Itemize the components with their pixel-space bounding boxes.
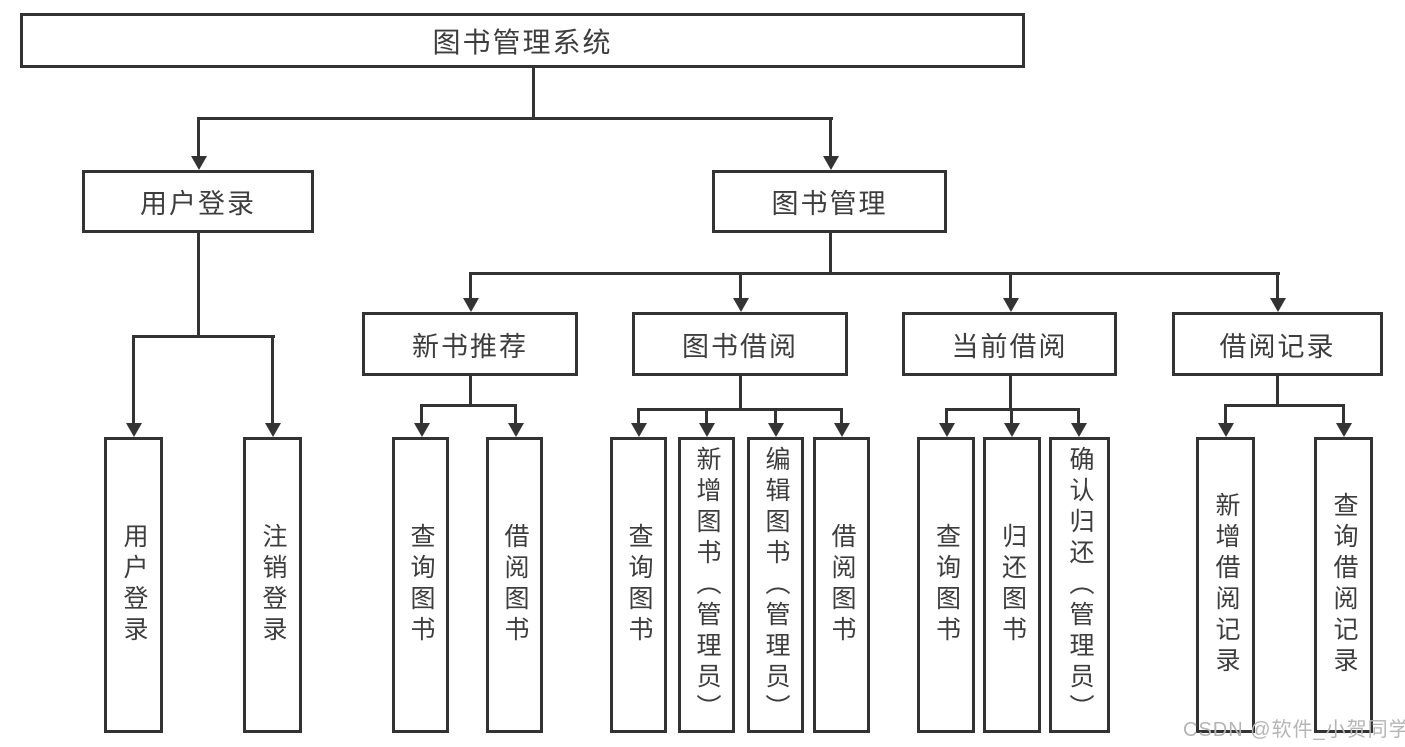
connector-line — [829, 233, 832, 273]
leaf-label: 查询图书 — [932, 523, 961, 647]
leaf-add-book-admin: 新增图书（管理员） — [678, 437, 735, 733]
leaf-logout: 注销登录 — [243, 437, 302, 733]
arrow-down-icon — [264, 335, 281, 437]
connector-line — [637, 408, 843, 411]
arrow-down-icon — [767, 408, 784, 437]
node-current-borrowing: 当前借阅 — [902, 312, 1117, 376]
leaf-user-login: 用户登录 — [104, 437, 163, 733]
connector-line — [420, 404, 517, 407]
node-label: 用户登录 — [140, 189, 256, 219]
arrow-down-icon — [1070, 408, 1087, 437]
node-label: 借阅记录 — [1219, 331, 1336, 362]
connector-line — [469, 272, 1280, 275]
leaf-add-borrow-record: 新增借阅记录 — [1196, 437, 1255, 733]
node-book-management: 图书管理 — [712, 170, 947, 233]
leaf-label: 用户登录 — [120, 523, 148, 647]
arrow-down-icon — [698, 408, 715, 437]
leaf-label: 注销登录 — [259, 523, 287, 647]
connector-line — [197, 233, 200, 335]
arrow-down-icon — [125, 335, 142, 437]
connector-line — [1009, 376, 1012, 408]
leaf-label: 借阅图书 — [501, 523, 529, 647]
arrow-down-icon — [1335, 404, 1352, 437]
arrow-down-icon — [507, 404, 524, 437]
arrow-down-icon — [1269, 272, 1286, 312]
connector-line — [197, 117, 833, 120]
node-book-borrowing: 图书借阅 — [632, 312, 848, 376]
leaf-label: 查询图书 — [625, 523, 653, 647]
connector-line — [739, 376, 742, 408]
node-label: 新书推荐 — [412, 331, 528, 362]
leaf-label: 借阅图书 — [828, 523, 856, 647]
leaf-label: 查询借阅记录 — [1330, 492, 1358, 678]
leaf-label: 查询图书 — [407, 523, 435, 647]
node-new-book-recommend: 新书推荐 — [362, 312, 578, 376]
leaf-label: 新增图书（管理员） — [693, 445, 721, 725]
arrow-down-icon — [938, 408, 955, 437]
leaf-label: 新增借阅记录 — [1212, 492, 1240, 678]
arrow-down-icon — [190, 117, 207, 170]
arrow-down-icon — [1003, 408, 1020, 437]
leaf-confirm-return-admin: 确认归还（管理员） — [1049, 437, 1110, 733]
arrow-down-icon — [833, 408, 850, 437]
leaf-return-books: 归还图书 — [983, 437, 1041, 733]
node-label: 当前借阅 — [951, 331, 1068, 362]
arrow-down-icon — [462, 272, 479, 312]
arrow-down-icon — [732, 272, 749, 312]
connector-line — [132, 335, 275, 338]
leaf-edit-book-admin: 编辑图书（管理员） — [747, 437, 804, 733]
arrow-down-icon — [822, 117, 839, 170]
node-label: 图书管理 — [771, 189, 888, 219]
leaf-query-books-current: 查询图书 — [917, 437, 975, 733]
csdn-watermark: CSDN @软件_小贺同学 — [1183, 719, 1405, 741]
leaf-label: 归还图书 — [998, 523, 1027, 647]
leaf-borrow-books-borrowing: 借阅图书 — [813, 437, 870, 733]
leaf-borrow-books-recommend: 借阅图书 — [486, 437, 543, 733]
node-root: 图书管理系统 — [20, 13, 1025, 68]
node-label: 图书管理系统 — [432, 26, 613, 58]
leaf-query-borrow-record: 查询借阅记录 — [1314, 437, 1373, 733]
connector-line — [1276, 376, 1279, 404]
connector-line — [469, 375, 472, 404]
arrow-down-icon — [413, 404, 430, 437]
leaf-label: 编辑图书（管理员） — [762, 445, 790, 725]
node-label: 图书借阅 — [682, 331, 798, 362]
arrow-down-icon — [630, 408, 647, 437]
arrow-down-icon — [1002, 272, 1019, 312]
node-user-login: 用户登录 — [82, 170, 314, 233]
connector-line — [532, 68, 535, 117]
leaf-label: 确认归还（管理员） — [1066, 445, 1094, 725]
leaf-query-books-borrowing: 查询图书 — [610, 437, 667, 733]
node-borrowing-records: 借阅记录 — [1172, 312, 1383, 376]
leaf-query-books-recommend: 查询图书 — [392, 437, 449, 733]
arrow-down-icon — [1217, 404, 1234, 437]
connector-line — [1224, 404, 1345, 407]
